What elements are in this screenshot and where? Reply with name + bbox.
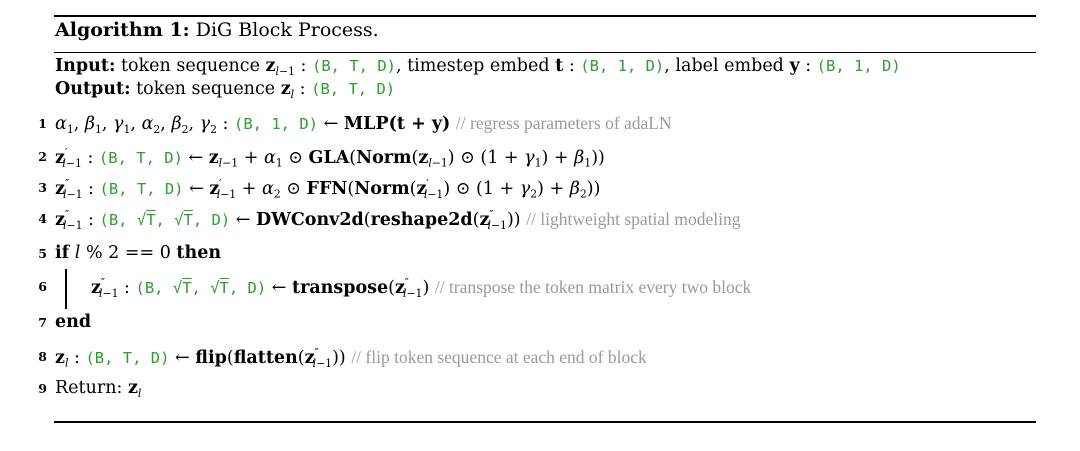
type-annotation-sqrt: (B, √T, √T, D) — [135, 278, 267, 297]
op-flatten: flatten — [233, 347, 298, 368]
line-number: 7 — [38, 315, 47, 330]
op-norm: Norm — [354, 178, 410, 199]
algo-line-5: 5 if l % 2 == 0 then — [38, 243, 222, 263]
op-flip: flip — [195, 347, 227, 368]
keyword-end: end — [55, 312, 92, 332]
return-text: Return: — [55, 378, 123, 398]
if-block-bar — [65, 269, 67, 309]
op-ffn: FFN — [306, 178, 348, 199]
algo-line-4: 4 z″l−1 : (B, √T, √T, D) ← DWConv2d(resh… — [38, 208, 741, 232]
type-annotation: (B, T, D) — [98, 148, 183, 167]
algo-line-2: 2 z′l−1 : (B, T, D) ← zl−1 + α1 ⊙ GLA(No… — [38, 146, 605, 170]
type-annotation: (B, 1, D) — [234, 115, 319, 133]
caption-rule — [54, 52, 1036, 53]
bottom-rule — [54, 421, 1036, 423]
keyword-if: if — [55, 243, 70, 263]
algorithm-name: DiG Block Process. — [195, 19, 379, 41]
comment-line-8: // flip token sequence at each end of bl… — [351, 346, 647, 367]
algorithm-label: Algorithm 1: — [55, 19, 190, 41]
algorithm-title: Algorithm 1: DiG Block Process. — [55, 19, 379, 41]
comment-line-4: // lightweight spatial modeling — [526, 208, 741, 229]
op-transpose: transpose — [292, 277, 389, 298]
keyword-then: then — [176, 243, 222, 263]
input-timestep-text: timestep embed — [407, 56, 550, 76]
comment-line-6: // transpose the token matrix every two … — [434, 276, 752, 297]
line-number: 2 — [38, 149, 47, 164]
algo-line-7: 7 end — [38, 312, 92, 332]
input-label-type: (B, 1, D) — [816, 57, 901, 75]
input-timestep-type: (B, 1, D) — [580, 57, 665, 75]
output-token-text: token sequence — [136, 79, 276, 99]
line-number: 9 — [38, 381, 47, 396]
line-number: 8 — [38, 349, 47, 364]
op-norm: Norm — [356, 147, 412, 168]
line-number: 3 — [38, 180, 47, 195]
line-number: 5 — [38, 246, 47, 261]
input-label-text: label embed — [675, 56, 784, 76]
comment-line-1: // regress parameters of adaLN — [455, 113, 672, 133]
input-keyword: Input: — [55, 56, 116, 76]
output-token-type: (B, T, D) — [311, 80, 396, 98]
input-token-text: token sequence — [121, 56, 260, 76]
line-number: 6 — [38, 279, 47, 294]
output-keyword: Output: — [55, 79, 131, 99]
op-dwconv: DWConv2d — [256, 209, 364, 230]
line-number: 1 — [38, 116, 47, 131]
algo-line-9: 9 Return: zl — [38, 378, 141, 400]
algo-line-8: 8 zl : (B, T, D) ← flip(flatten(z″l−1)) … — [38, 346, 647, 370]
type-annotation-sqrt: (B, √T, √T, D) — [99, 210, 231, 229]
op-mlp: MLP — [343, 114, 389, 134]
op-gla: GLA — [308, 147, 350, 168]
algo-line-3: 3 z″l−1 : (B, T, D) ← z′l−1 + α2 ⊙ FFN(N… — [38, 177, 600, 201]
type-annotation: (B, T, D) — [99, 179, 184, 198]
output-line: Output: token sequence zl : (B, T, D) — [55, 79, 396, 101]
algo-line-1: 1 α1, β1, γ1, α2, β2, γ2 : (B, 1, D) ← M… — [38, 113, 672, 136]
algo-line-6: 6 z″l−1 : (B, √T, √T, D) ← transpose(z″l… — [38, 276, 752, 300]
input-token-type: (B, T, D) — [312, 57, 396, 75]
line-number: 4 — [38, 211, 47, 226]
type-annotation: (B, T, D) — [85, 348, 170, 367]
input-line: Input: token sequence zl−1 : (B, T, D), … — [55, 56, 901, 78]
top-rule — [54, 15, 1036, 17]
op-reshape: reshape2d — [370, 209, 473, 230]
